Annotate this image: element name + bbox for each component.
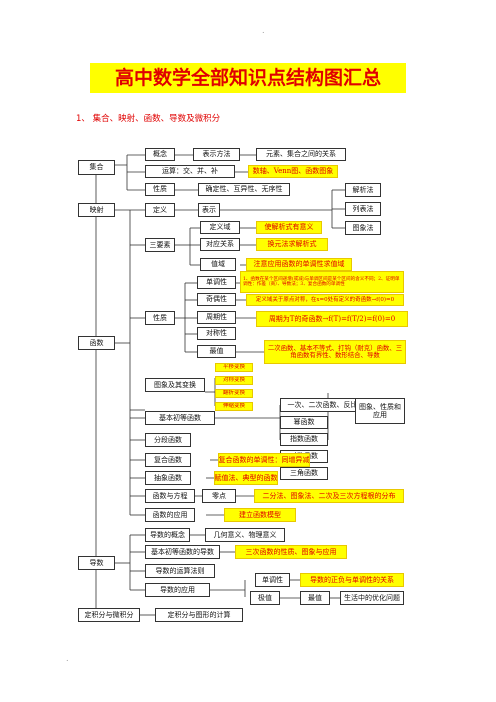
function-properties: 性质: [145, 311, 175, 325]
mapping-list: 列表法: [345, 202, 381, 216]
set-ops: 运算：交、并、补: [145, 165, 235, 178]
function-range: 值域: [200, 258, 236, 271]
function-compound-note: 复合函数的单调性：同增异减: [218, 453, 310, 467]
function-equation: 函数与方程: [145, 489, 195, 503]
elem-applications: 图象、性质和应用: [355, 398, 405, 424]
set-prop-detail: 确定性、互异性、无序性: [198, 183, 290, 196]
mapping-represent: 表示: [198, 203, 220, 217]
function-three-elements: 三要素: [145, 238, 175, 252]
derivative-monotonicity-note: 导数的正负与单调性的关系: [300, 573, 404, 587]
derivative-basic-note: 三次函数的性质、图象与应用: [235, 545, 347, 559]
derivative-root: 导数: [78, 556, 115, 570]
transform-translate: 平移变换: [215, 363, 253, 372]
derivative-application: 导数的应用: [145, 583, 210, 597]
function-graph-transform: 图象及其变换: [145, 378, 205, 392]
mapping-definition: 定义: [145, 203, 175, 217]
mapping-root: 映射: [78, 203, 115, 217]
function-compound: 复合函数: [145, 453, 191, 467]
function-application: 函数的应用: [145, 508, 195, 522]
set-prop: 性质: [145, 183, 175, 196]
function-root: 函数: [78, 336, 115, 350]
set-root: 集合: [78, 160, 115, 175]
derivative-extremum: 极值: [250, 591, 280, 605]
integral-root: 定积分与微积分: [78, 608, 140, 622]
derivative-concept: 导数的概念: [145, 528, 190, 542]
set-method: 表示方法: [193, 148, 240, 161]
derivative-max-min: 最值: [300, 591, 330, 605]
function-periodicity: 周期性: [197, 311, 236, 324]
set-concept: 概念: [145, 148, 175, 161]
function-elementary: 基本初等函数: [145, 411, 215, 425]
mapping-analytic: 解析法: [345, 183, 381, 197]
function-application-note: 建立函数模型: [224, 508, 296, 522]
transform-symmetry: 对称变换: [215, 376, 253, 385]
elem-power: 幂函数: [280, 416, 328, 429]
derivative-rules: 导数的运算法则: [145, 564, 215, 578]
function-monotonicity-note: 1、函数在某个区间递增(或减)与单调区间是某个区间的含义不同；2、证明单调性：作…: [240, 271, 404, 293]
derivative-monotonicity: 单调性: [255, 573, 290, 587]
derivative-optimization: 生活中的优化问题: [340, 591, 404, 605]
elem-trigonometric: 三角函数: [280, 467, 328, 480]
function-abstract: 抽象函数: [145, 471, 191, 485]
function-domain-note: 使解析式有意义: [256, 221, 322, 234]
bottom-dot: .: [66, 654, 69, 663]
function-extreme: 最值: [197, 345, 236, 358]
page-title: 高中数学全部知识点结构图汇总: [90, 63, 406, 93]
section-heading: 1、 集合、映射、函数、导数及微积分: [76, 114, 221, 124]
function-parity-note: 定义域关于原点对称，在x=0处有定义的奇函数→f(0)=0: [246, 294, 404, 306]
function-parity: 奇偶性: [197, 293, 236, 306]
function-domain: 定义域: [200, 221, 240, 234]
elem-exponential: 指数函数: [280, 433, 328, 446]
function-symmetry: 对称性: [197, 327, 236, 340]
set-relation: 元素、集合之间的关系: [256, 148, 346, 161]
integral-area: 定积分与图形的计算: [155, 608, 243, 622]
mapping-graph: 图象法: [345, 221, 381, 235]
function-piecewise: 分段函数: [145, 433, 191, 447]
top-dot: .: [262, 26, 265, 35]
set-ops-note: 数轴、Venn图、函数图象: [248, 165, 338, 178]
function-zero-note: 二分法、图象法、二次及三次方程根的分布: [254, 489, 404, 503]
function-correspondence: 对应关系: [200, 238, 240, 251]
function-extreme-note: 二次函数、基本不等式、打钩（耐克）函数、三角函数有界性、数形结合、导数: [264, 340, 406, 364]
function-range-note: 注意应用函数的单调性求值域: [246, 258, 352, 271]
function-periodicity-note: 周期为T的奇函数→f(T)=f(T/2)=f(0)=0: [256, 311, 408, 327]
derivative-meaning: 几何意义、物理意义: [205, 528, 285, 542]
function-abstract-note: 赋值法、典型的函数: [214, 471, 278, 485]
function-zero: 零点: [202, 489, 236, 503]
derivative-basic: 基本初等函数的导数: [145, 545, 220, 559]
function-correspondence-note: 换元法求解析式: [256, 238, 328, 251]
transform-fold: 翻折变换: [215, 389, 253, 398]
function-monotonicity: 单调性: [197, 276, 236, 289]
transform-stretch: 伸缩变换: [215, 402, 253, 411]
